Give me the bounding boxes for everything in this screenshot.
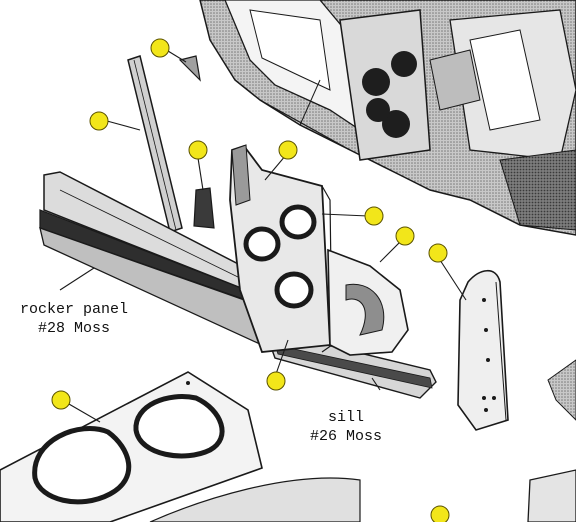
upper-body-structure [199, 0, 576, 236]
sill-label-line1: sill [327, 409, 364, 426]
lower-right-part [527, 469, 576, 522]
rocker-panel-label-line2: #28 Moss [37, 320, 110, 337]
small-gusset-part [193, 187, 215, 229]
rocker-panel-part [39, 171, 264, 347]
upper-bracket-holes [362, 51, 417, 138]
vertical-post-part [127, 55, 183, 233]
right-plate-part [457, 269, 509, 431]
floor-panel-part [0, 371, 361, 522]
leader-lines [59, 50, 467, 423]
main-bracket-part [229, 144, 333, 353]
closing-panel-part [327, 248, 409, 356]
sill-label-line2: #26 Moss [309, 428, 382, 445]
sill-label: sill #26 Moss [300, 408, 392, 446]
callout-markers [51, 38, 450, 522]
right-edge-fragment [547, 359, 576, 421]
rocker-panel-label: rocker panel #28 Moss [8, 300, 140, 338]
rocker-panel-label-line1: rocker panel [19, 301, 129, 318]
